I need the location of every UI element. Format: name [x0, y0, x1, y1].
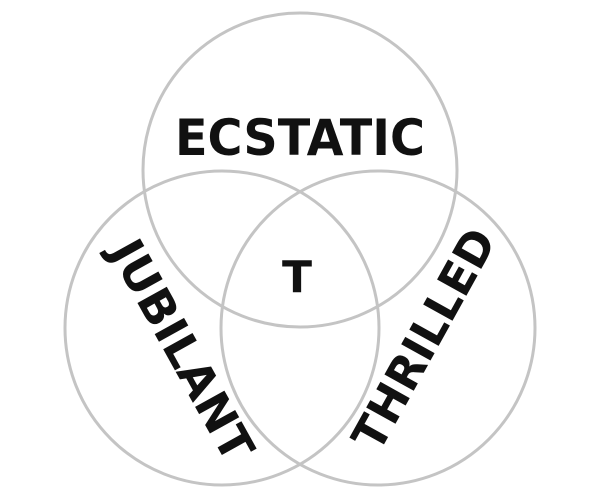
label-ecstatic: ECSTATIC: [175, 109, 425, 167]
circle-ecstatic: [141, 11, 459, 329]
label-jubilant: JUBILANT: [98, 227, 266, 471]
label-intersection: T: [282, 252, 312, 303]
label-thrilled: THRILLED: [341, 219, 507, 459]
circle-jubilant: [63, 169, 381, 487]
circle-thrilled: [219, 169, 537, 487]
